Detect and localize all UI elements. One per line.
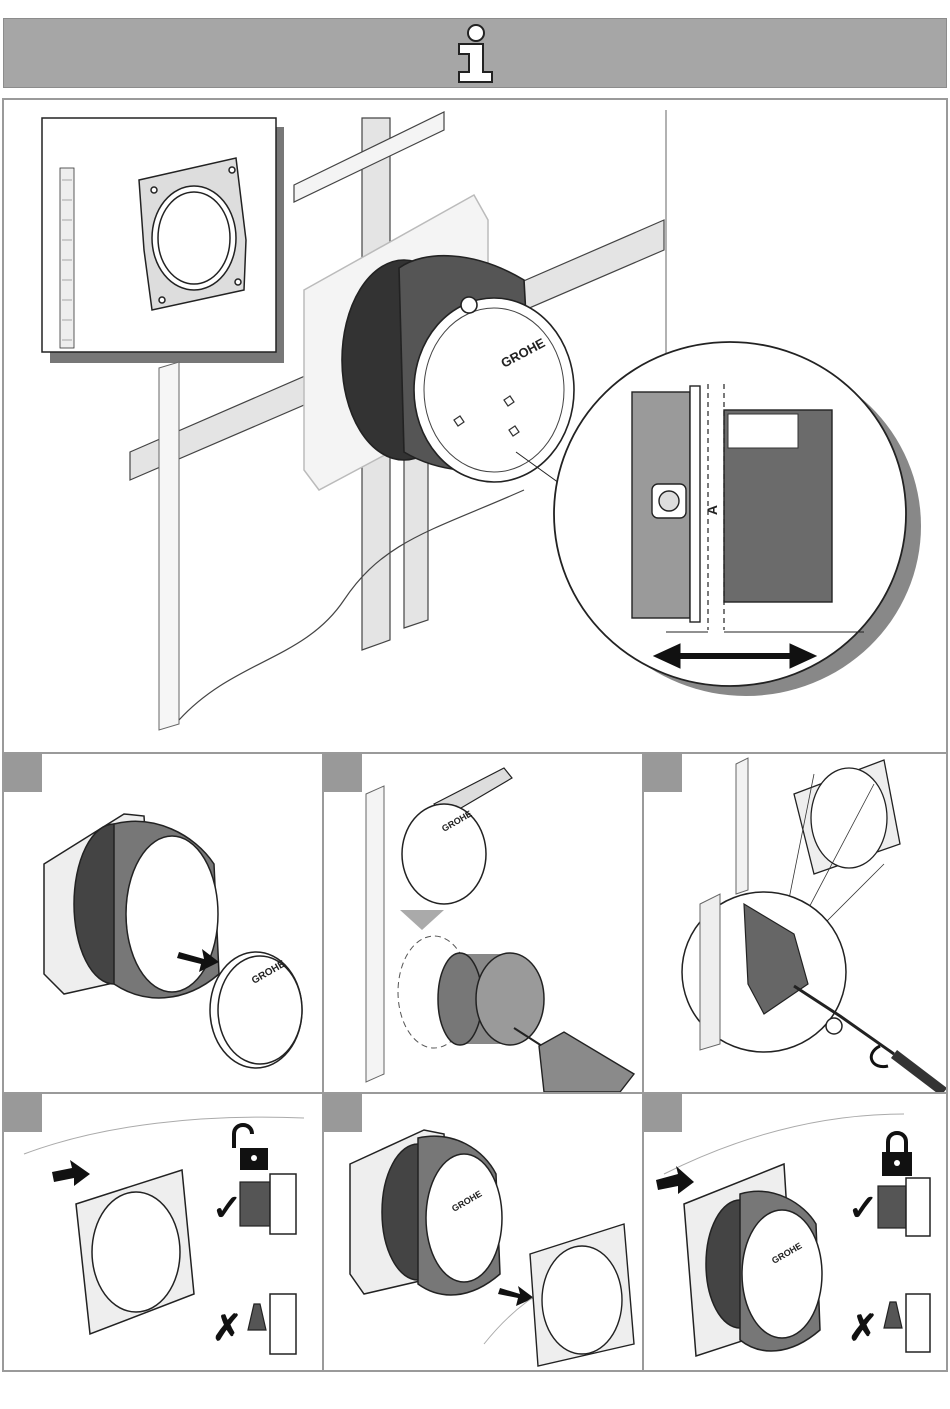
cross-mark: ✗ <box>212 1307 242 1348</box>
dimension-label: A <box>704 505 720 515</box>
step-panel-4: ✓ ✗ <box>2 1092 324 1372</box>
drill-icon <box>539 1032 634 1092</box>
cross-mark: ✗ <box>848 1307 878 1348</box>
step-panel-1: GROHE <box>2 752 324 1094</box>
hero-illustration: GROHE A <box>2 98 948 754</box>
step-panel-3 <box>642 752 948 1094</box>
step-number-box <box>324 1094 362 1132</box>
arrow-icon <box>52 1160 90 1186</box>
unlocked-padlock-icon <box>234 1125 268 1170</box>
down-arrow <box>400 910 444 930</box>
step-panel-6: GROHE ✓ ✗ <box>642 1092 948 1372</box>
step-panel-2: GROHE <box>322 752 644 1094</box>
step-panel-5: GROHE <box>322 1092 644 1372</box>
check-mark: ✓ <box>212 1187 242 1228</box>
check-mark: ✓ <box>848 1187 878 1228</box>
locked-padlock-icon <box>882 1133 912 1176</box>
header-banner <box>3 18 947 88</box>
step-number-box <box>644 1094 682 1132</box>
step-number-box <box>644 754 682 792</box>
step-number-box <box>324 754 362 792</box>
arrow-icon <box>498 1286 534 1306</box>
info-icon <box>4 19 948 89</box>
step-number-box <box>4 754 42 792</box>
screw-icon <box>826 1018 842 1034</box>
arrow-icon <box>656 1166 694 1194</box>
step-number-box <box>4 1094 42 1132</box>
